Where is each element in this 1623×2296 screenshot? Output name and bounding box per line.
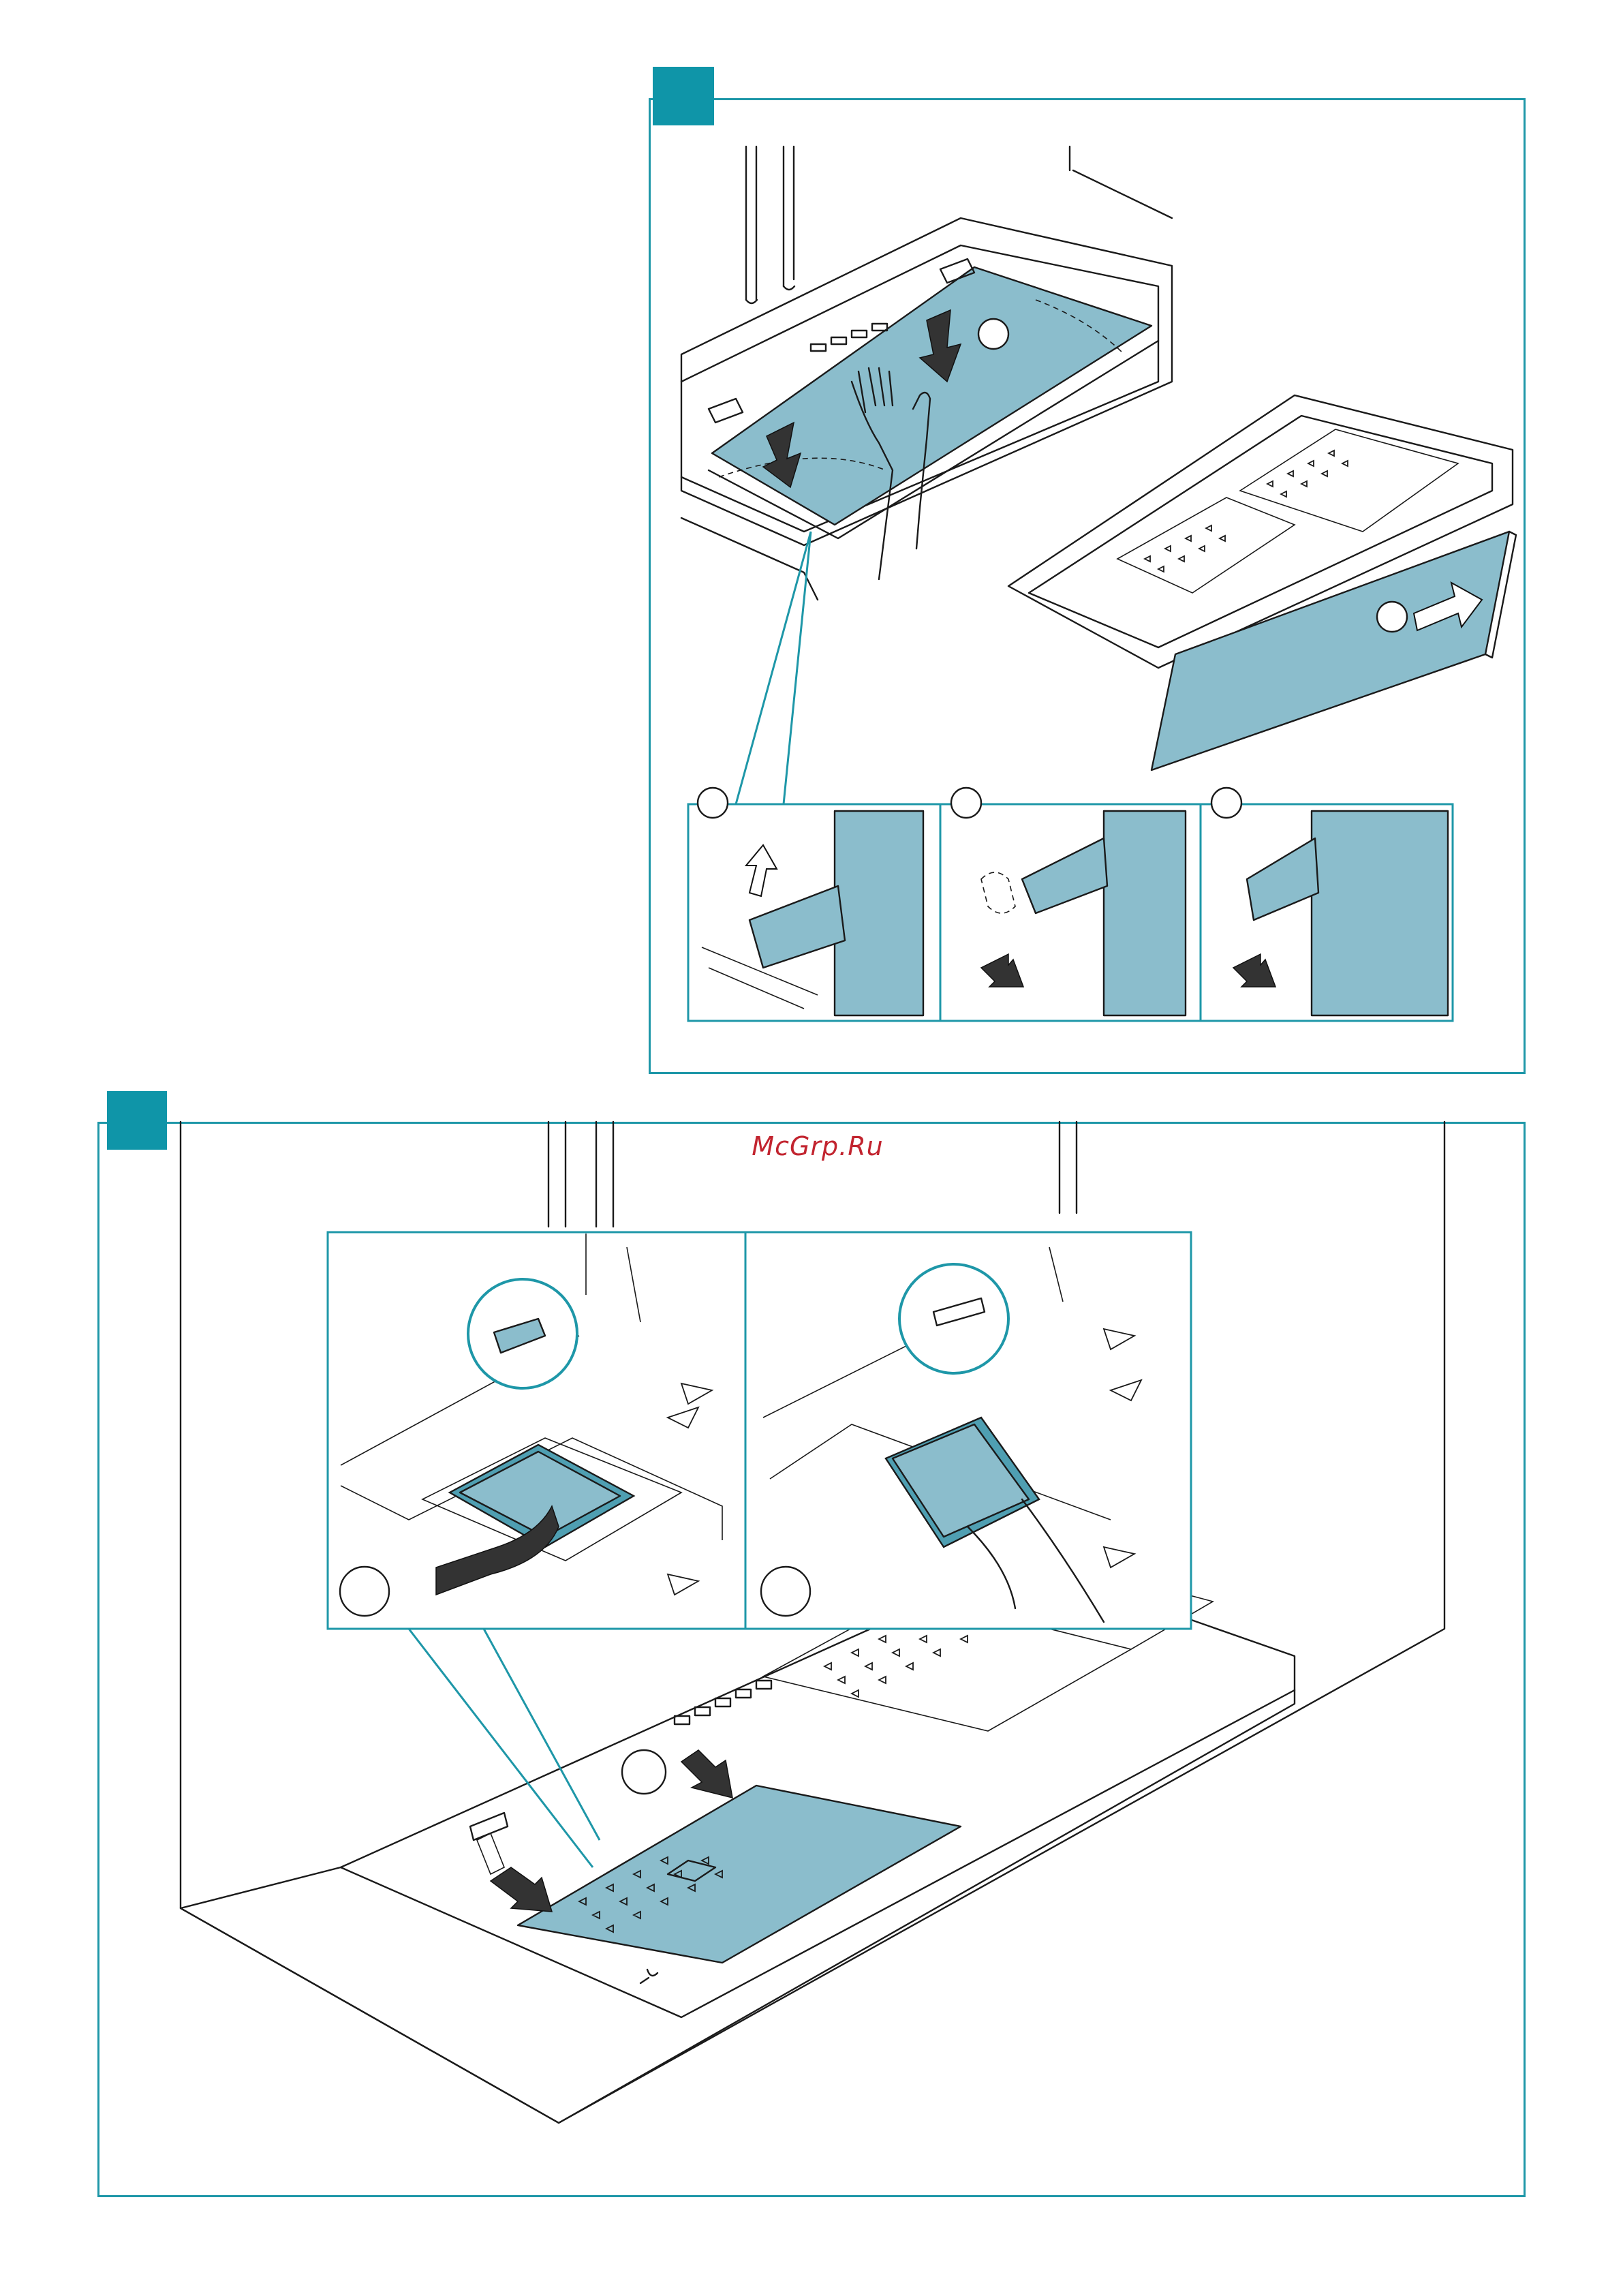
panel-1-illustration — [681, 147, 1516, 1021]
panel-2-illustration — [181, 1122, 1444, 2123]
